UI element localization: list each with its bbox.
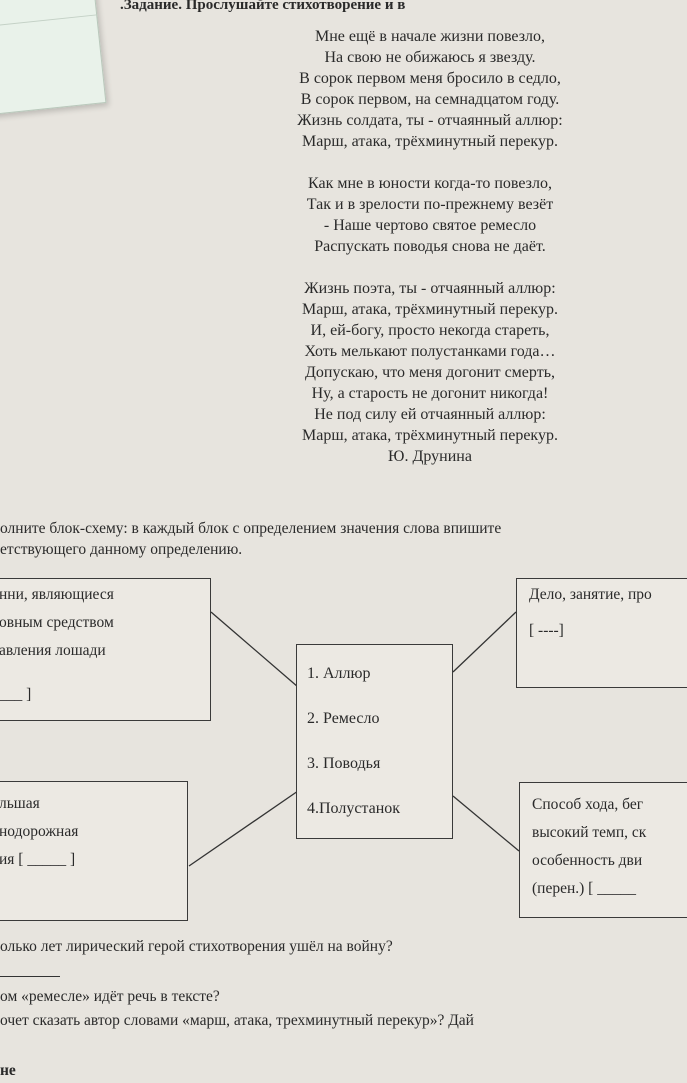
box-text: Дело, занятие, про xyxy=(529,586,652,603)
answer-blank[interactable]: (перен.) [ _____ xyxy=(532,880,636,897)
task-instruction-line-2: етствующего данному определению. xyxy=(0,541,243,558)
box-text: особенность дви xyxy=(532,852,643,869)
box-text: льшая xyxy=(0,795,40,812)
question-1: олько лет лирический герой стихотворения… xyxy=(0,938,393,955)
question-4: не xyxy=(0,1062,16,1079)
poem-author: Ю. Друнина xyxy=(388,448,472,465)
definition-box-craft: Дело, занятие, про [ ----] xyxy=(516,578,687,688)
poem-line: Мне ещё в начале жизни повезло, xyxy=(314,28,546,45)
answer-blank[interactable]: ___ ] xyxy=(0,686,32,703)
word-item: 2. Ремесло xyxy=(307,710,380,727)
box-text: овным средством xyxy=(0,614,114,631)
poem-line: Жизнь солдата, ты - отчаянный аллюр: xyxy=(297,112,563,129)
poem-stanza-2: Как мне в юности когда-то повезло, Так и… xyxy=(230,173,630,257)
answer-blank[interactable]: [ ----] xyxy=(529,622,564,639)
box-text: нни, являющиеся xyxy=(0,586,114,603)
poem-line: Марш, атака, трёхминутный перекур. xyxy=(302,427,558,444)
poem-stanza-1: Мне ещё в начале жизни повезло, На свою … xyxy=(230,26,630,152)
definition-box-halt: льшая нодорожная ия [ _____ ] xyxy=(0,781,188,921)
poem-line: Не под силу ей отчаянный аллюр: xyxy=(314,406,546,423)
word-item: 4.Полустанок xyxy=(307,800,401,817)
poem-line: В сорок первом, на семнадцатом году. xyxy=(300,91,560,108)
word-item: 3. Поводья xyxy=(307,755,381,772)
question-3: очет сказать автор словами «марш, атака,… xyxy=(0,1012,474,1029)
poem-line: Марш, атака, трёхминутный перекур. xyxy=(302,133,558,150)
poem-line: Допускаю, что меня догонит смерть, xyxy=(305,364,555,381)
poem-line: Как мне в юности когда-то повезло, xyxy=(308,175,552,192)
poem-line: Так и в зрелости по-прежнему везёт xyxy=(306,196,554,213)
poem-line: И, ей-богу, просто некогда стареть, xyxy=(310,322,550,339)
poem-line: Хоть мелькают полустанками года… xyxy=(304,343,556,360)
poem-line: Жизнь поэта, ты - отчаянный аллюр: xyxy=(304,280,556,297)
box-text: нодорожная xyxy=(0,823,79,840)
box-text: высокий темп, ск xyxy=(532,824,647,841)
task-instruction-line-1: олните блок-схему: в каждый блок с опред… xyxy=(0,520,502,537)
poem-line: Распускать поводья снова не даёт. xyxy=(314,238,546,255)
poem-line: - Наше чертово святое ремесло xyxy=(323,217,537,234)
box-text: Способ хода, бег xyxy=(532,796,644,813)
poem-line: Марш, атака, трёхминутный перекур. xyxy=(302,301,558,318)
poem: Мне ещё в начале жизни повезло, На свою … xyxy=(230,26,630,467)
box-text: авления лошади xyxy=(0,642,106,659)
poem-stanza-3: Жизнь поэта, ты - отчаянный аллюр: Марш,… xyxy=(230,278,630,446)
definition-box-gait: Способ хода, бег высокий темп, ск особен… xyxy=(519,782,687,918)
answer-line-1[interactable] xyxy=(0,962,60,982)
word-item: 1. Аллюр xyxy=(307,665,371,682)
task-header: .Задание. Прослушайте стихотворение и в xyxy=(120,0,406,13)
poem-line: В сорок первом меня бросило в седло, xyxy=(299,70,561,87)
word-list-box: 1. Аллюр 2. Ремесло 3. Поводья 4.Полуста… xyxy=(296,644,453,839)
question-2: ом «ремесле» идёт речь в тексте? xyxy=(0,988,220,1005)
definition-box-reins: нни, являющиеся овным средством авления … xyxy=(0,578,211,721)
poem-line: Ну, а старость не догонит никогда! xyxy=(311,385,549,402)
answer-blank[interactable]: ия [ _____ ] xyxy=(0,851,76,868)
poem-line: На свою не обижаюсь я звезду. xyxy=(324,49,536,66)
